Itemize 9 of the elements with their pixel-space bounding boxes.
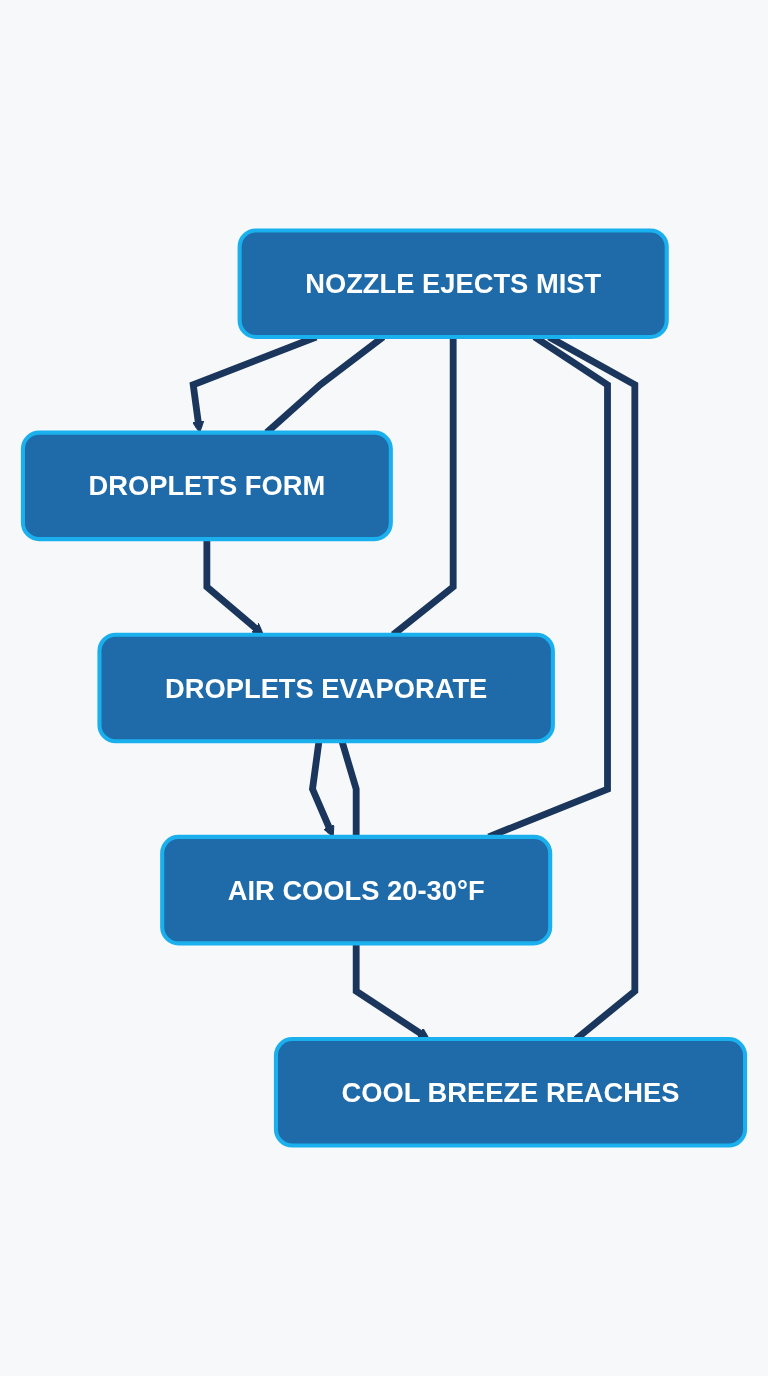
arrow — [203, 539, 264, 636]
node-box: DROPLETS FORM — [20, 430, 393, 542]
node-box: NOZZLE EJECTS MIST — [237, 228, 669, 340]
connector — [338, 740, 360, 837]
arrow — [352, 943, 430, 1040]
node-box: AIR COOLS 20-30°F — [160, 834, 553, 946]
arrow — [309, 740, 335, 838]
node-box: DROPLETS EVAPORATE — [97, 632, 555, 744]
node-box: COOL BREEZE REACHES — [273, 1037, 748, 1148]
